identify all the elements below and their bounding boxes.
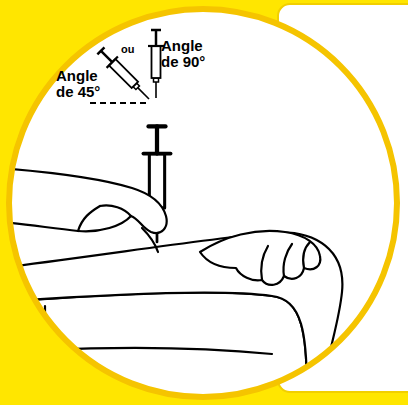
dashed-baseline — [90, 102, 150, 104]
resting-hand — [200, 231, 320, 285]
choice-word: ou — [121, 44, 145, 56]
angle-label: Angle de 45° — [56, 68, 112, 100]
skin-pinch — [142, 228, 158, 252]
angle-label: Angle de 90° — [161, 38, 217, 70]
finger-lines — [261, 242, 310, 280]
circle-border — [9, 9, 397, 397]
injecting-hand — [0, 168, 167, 233]
knuckle-lines — [78, 205, 131, 231]
